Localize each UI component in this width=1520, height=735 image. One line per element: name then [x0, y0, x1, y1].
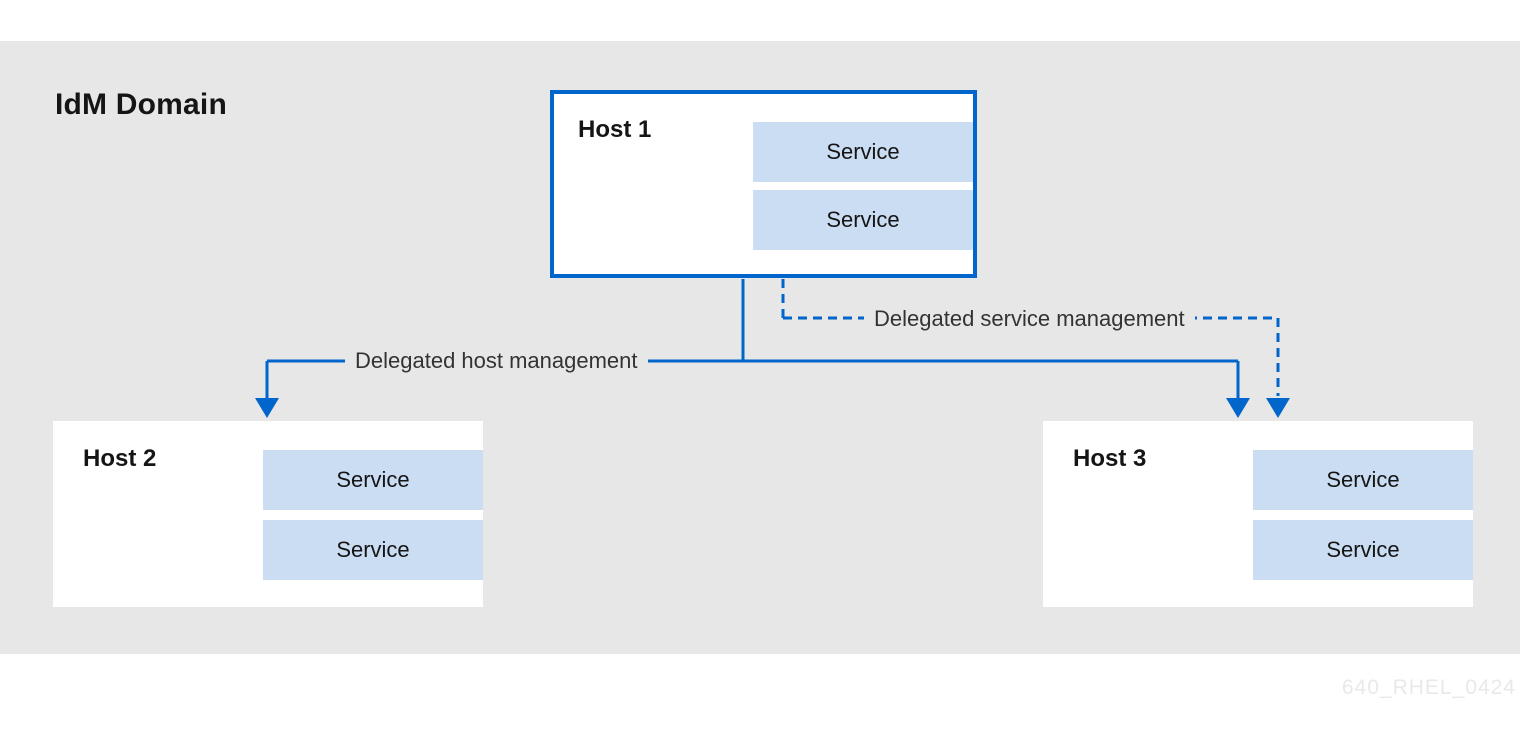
host3-service-box-2: Service [1253, 520, 1473, 580]
host3-label: Host 3 [1073, 445, 1147, 472]
host2-service-box-1: Service [263, 450, 483, 510]
page-title: IdM Domain [55, 88, 227, 121]
host3-box: Host 3 Service Service [1043, 421, 1473, 607]
delegated-host-management-label: Delegated host management [345, 347, 648, 375]
host1-service-box-1: Service [753, 122, 973, 182]
host2-service-box-2: Service [263, 520, 483, 580]
host1-box: Host 1 Service Service [550, 90, 977, 278]
delegated-service-management-label: Delegated service management [864, 305, 1195, 333]
watermark: 640_RHEL_0424 [1341, 676, 1516, 699]
host3-service-box-1: Service [1253, 450, 1473, 510]
host2-label: Host 2 [83, 445, 157, 472]
host2-box: Host 2 Service Service [53, 421, 483, 607]
host1-label: Host 1 [578, 116, 652, 143]
host1-service-box-2: Service [753, 190, 973, 250]
